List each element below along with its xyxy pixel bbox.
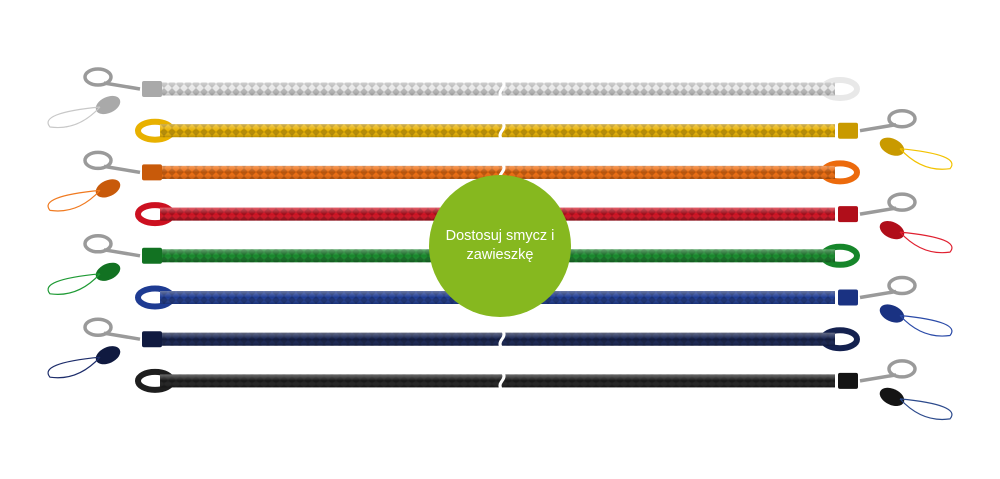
snap-hook [887,359,917,379]
pendant [879,137,905,156]
wrist-cord [47,356,101,379]
pendant [879,221,905,240]
strap-ferrule [142,81,162,97]
strap-ferrule [838,289,858,306]
strap-ferrule [142,331,162,348]
snap-hook-arm [859,122,897,133]
strap-ferrule [838,122,858,139]
pendant [95,95,121,115]
strap-shine [160,374,835,388]
wrist-cord [899,148,953,170]
strap-shine [160,165,835,179]
lanyard-orange [47,150,860,212]
strap-break-mark [498,120,506,141]
wrist-cord [899,398,953,421]
customize-badge[interactable]: Dostosuj smycz i zawieszkę [429,175,571,317]
snap-hook [887,108,917,129]
strap-ferrule [838,206,858,223]
strap-break-mark [498,370,506,391]
snap-hook-arm [103,248,141,258]
wrist-cord [47,106,101,129]
lanyard-white [47,67,860,129]
lanyard-navy [47,317,860,379]
strap-shine [160,124,835,138]
strap-ferrule [838,372,858,389]
snap-hook [83,150,113,171]
snap-hook-arm [859,206,897,216]
snap-hook [83,67,113,87]
strap-ferrule [142,164,162,181]
pendant [95,262,121,281]
strap-shine [160,82,835,96]
lanyard-black [135,359,953,421]
snap-hook-arm [859,373,897,383]
snap-hook-arm [859,289,897,300]
strap-break-mark [498,329,506,350]
customize-badge-text: Dostosuj smycz i zawieszkę [445,228,555,263]
wrist-cord [47,189,101,212]
snap-hook [83,234,113,254]
pendant [95,179,121,198]
snap-hook-arm [103,164,141,175]
strap-shine [160,332,835,346]
snap-hook [887,192,917,212]
strap-ferrule [142,247,162,264]
pendant [95,346,121,365]
wrist-cord [47,273,101,295]
pendant [879,387,905,406]
snap-hook-arm [103,331,141,341]
snap-hook-arm [103,81,141,91]
lanyard-yellow [135,108,953,170]
wrist-cord [899,231,953,254]
snap-hook [83,317,113,337]
pendant [879,304,905,323]
wrist-cord [899,314,953,337]
strap-break-mark [498,78,506,100]
snap-hook [887,275,917,296]
